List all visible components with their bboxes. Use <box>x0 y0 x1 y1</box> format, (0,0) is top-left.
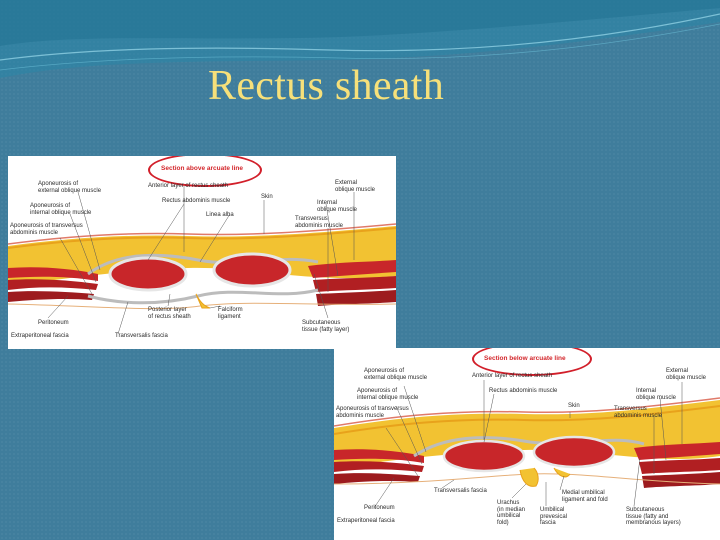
label-transversus: Transversus abdominis muscle <box>614 406 663 419</box>
label-aponeurosis-transversus: Aponeurosis of transversus abdominis mus… <box>336 406 409 419</box>
label-skin: Skin <box>261 194 273 200</box>
figure-section-below-arcuate-line: Section below arcuate line Aponeurosis o… <box>334 348 720 540</box>
label-peritoneum: Peritoneum <box>38 320 69 326</box>
label-aponeurosis-external-oblique: Aponeurosis of external oblique muscle <box>364 368 428 381</box>
label-peritoneum: Peritoneum <box>364 505 395 511</box>
figure-section-above-arcuate-line: Section above arcuate line Aponeurosis o… <box>8 156 396 349</box>
label-extraperitoneal-fascia: Extraperitoneal fascia <box>11 333 69 339</box>
label-subcutaneous-tissue: Subcutaneous tissue (fatty and membranou… <box>626 507 681 527</box>
figure-caption: Section above arcuate line <box>161 165 244 172</box>
label-aponeurosis-internal-oblique: Aponeurosis of internal oblique muscle <box>30 203 92 216</box>
label-internal-oblique: Internal oblique muscle <box>317 200 358 213</box>
label-linea-alba: Linea alba <box>206 212 234 218</box>
cross-section-illustration <box>334 380 720 509</box>
label-umbilical-prevesical-fascia: Umbilical prevesical fascia <box>540 507 568 527</box>
label-subcutaneous-tissue: Subcutaneous tissue (fatty layer) <box>302 320 350 333</box>
label-rectus-abdominis: Rectus abdominis muscle <box>162 198 231 204</box>
label-aponeurosis-internal-oblique: Aponeurosis of internal oblique muscle <box>357 388 419 401</box>
label-rectus-abdominis: Rectus abdominis muscle <box>489 388 558 394</box>
label-transversus: Transversus abdominis muscle <box>295 216 344 229</box>
label-skin: Skin <box>568 403 580 409</box>
cross-section-illustration <box>8 186 396 335</box>
slide-title: Rectus sheath <box>208 63 445 109</box>
label-falciform-ligament: Falciform ligament <box>218 307 243 320</box>
label-medial-umbilical-ligament: Medial umbilical ligament and fold <box>562 490 608 503</box>
label-transversalis-fascia: Transversalis fascia <box>434 488 487 494</box>
label-aponeurosis-transversus: Aponeurosis of transversus abdominis mus… <box>10 223 83 236</box>
header-wave-decoration <box>0 0 720 78</box>
caption-highlight-circle <box>472 348 592 376</box>
label-anterior-layer-rectus-sheath: Anterior layer of rectus sheath <box>148 183 229 189</box>
label-external-oblique: External oblique muscle <box>666 368 707 381</box>
label-aponeurosis-external-oblique: Aponeurosis of external oblique muscle <box>38 181 102 194</box>
label-internal-oblique: Internal oblique muscle <box>636 388 677 401</box>
label-external-oblique: External oblique muscle <box>335 180 376 193</box>
label-posterior-layer-rectus-sheath: Posterior layer of rectus sheath <box>148 307 191 320</box>
figure-caption: Section below arcuate line <box>484 355 566 362</box>
caption-highlight-circle <box>148 156 262 187</box>
label-transversalis-fascia: Transversalis fascia <box>115 333 168 339</box>
label-urachus: Urachus (in median umbilical fold) <box>497 500 526 526</box>
label-extraperitoneal-fascia: Extraperitoneal fascia <box>337 518 395 524</box>
label-anterior-layer-rectus-sheath: Anterior layer of rectus sheath <box>472 373 553 379</box>
